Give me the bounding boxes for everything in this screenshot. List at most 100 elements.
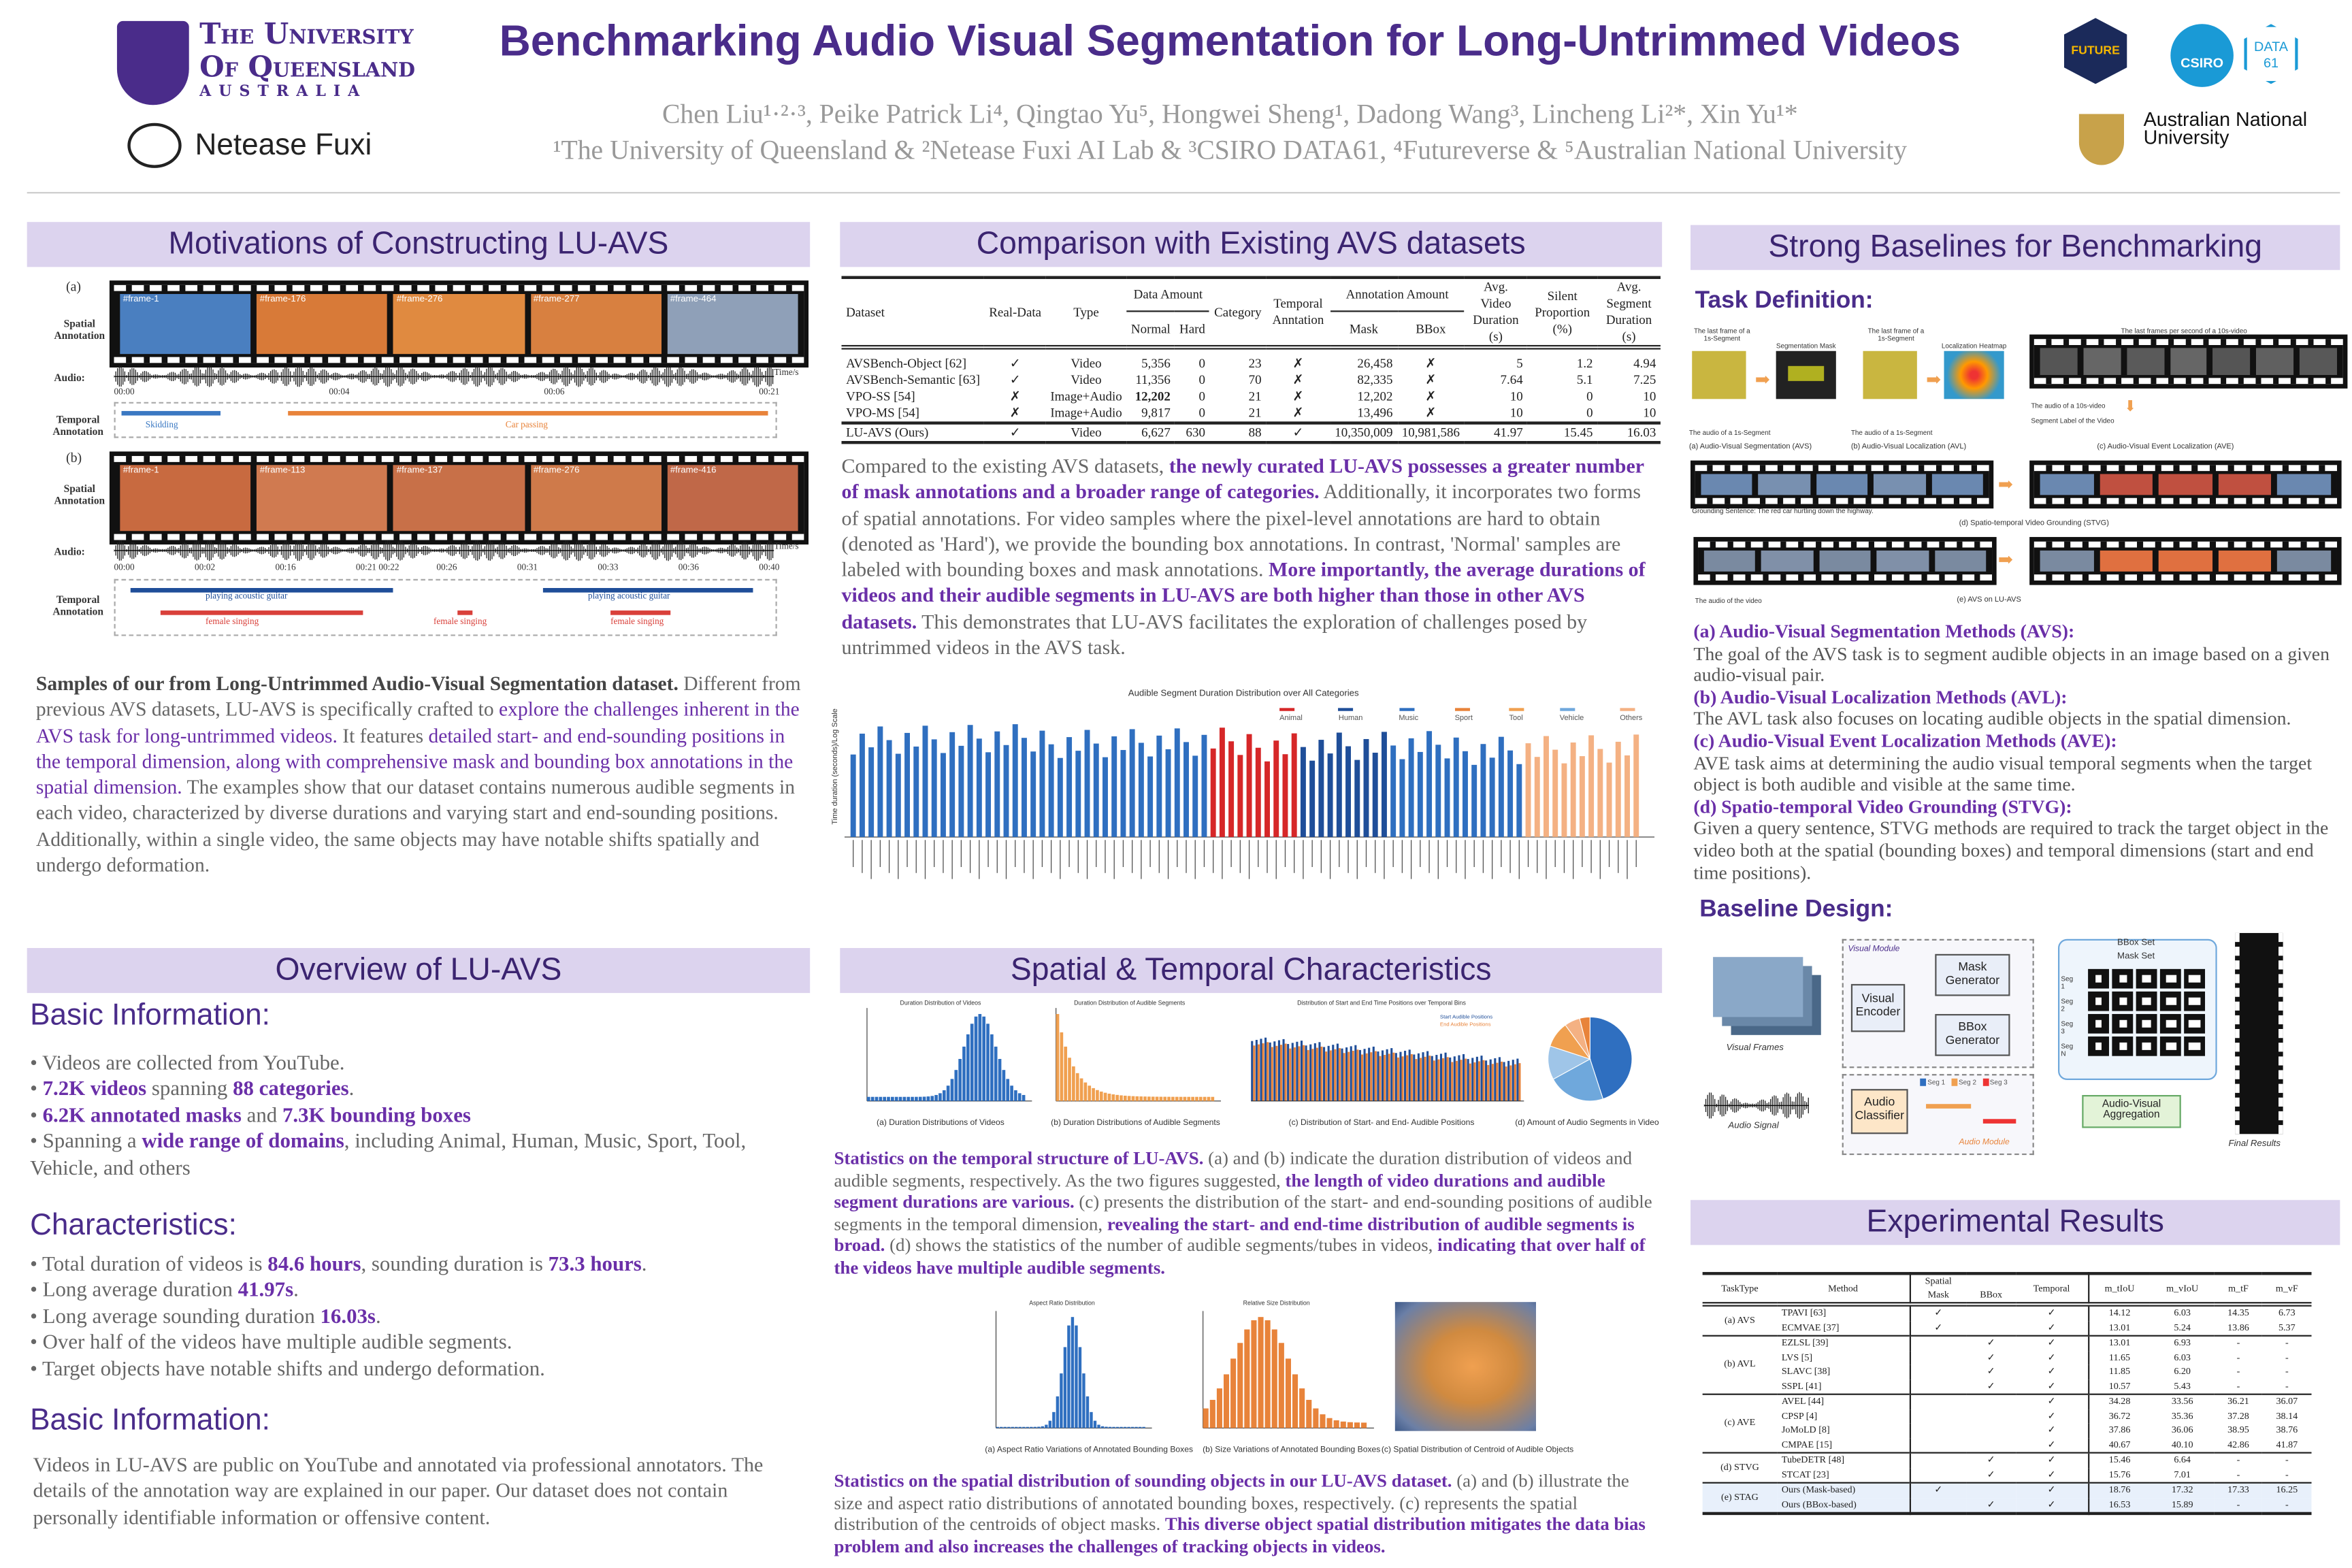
authors: Chen Liu¹·²·³, Peike Patrick Li⁴, Qingta… <box>662 99 1798 129</box>
table-cell: 88 <box>1248 423 1262 439</box>
category-bar <box>1453 737 1459 837</box>
category-bar <box>1174 728 1180 837</box>
task-title: (b) Audio-Visual Localization Methods (A… <box>1693 686 2068 708</box>
table-cell: 11.85 <box>2087 1365 2151 1379</box>
table-cell: 5.24 <box>2174 1322 2191 1333</box>
video-frame <box>2159 474 2212 495</box>
start-position-bar <box>1377 1051 1379 1101</box>
start-position-bar <box>1336 1043 1339 1101</box>
highlight-text: 84.6 hours <box>267 1254 361 1277</box>
histogram-bar <box>1033 1426 1037 1428</box>
text-run: . <box>293 1279 299 1303</box>
frame-label: #frame-137 <box>396 466 443 476</box>
category-bar <box>976 738 982 837</box>
histogram-bar <box>1088 1085 1092 1101</box>
task-description: Given a query sentence, STVG methods are… <box>1693 817 2329 883</box>
histogram-bar <box>1147 1096 1151 1101</box>
mask-blob <box>2119 997 2127 1005</box>
highlight-text: More importantly, the average durations … <box>841 558 1646 633</box>
start-position-bar <box>1417 1053 1420 1101</box>
text-run: Total duration of videos is <box>42 1254 268 1277</box>
table-cell: ✓ <box>1987 1380 1995 1392</box>
histogram-bar <box>1120 1095 1123 1101</box>
end-position-bar <box>1491 1064 1494 1101</box>
legend-item: Music <box>1399 705 1433 723</box>
event-label: playing acoustic guitar <box>205 592 288 602</box>
category-bar <box>1165 749 1171 837</box>
highlight-text: 7.3K bounding boxes <box>282 1105 471 1128</box>
table-cell: 1.2 <box>1576 355 1593 370</box>
end-position-bar <box>1325 1051 1328 1101</box>
end-position-bar <box>1262 1043 1264 1101</box>
end-position-bar <box>1415 1059 1418 1101</box>
histogram-bar <box>898 1096 902 1101</box>
video-frame <box>1701 474 1753 495</box>
end-position-bar <box>1518 1063 1521 1101</box>
start-position-bar <box>1390 1048 1393 1101</box>
legend-label: Animal <box>1279 714 1303 723</box>
text-run: (d) shows the statistics of the number o… <box>885 1235 1438 1256</box>
segment-label: Seg 2 <box>2061 997 2074 1013</box>
histogram-bar <box>870 1096 875 1101</box>
motivations-paragraph: Samples of our from Long-Untrimmed Audio… <box>36 670 810 878</box>
mask-thumbnail <box>2184 968 2206 989</box>
histogram-bar <box>911 1096 914 1101</box>
frame-label: #frame-276 <box>533 466 580 476</box>
histogram-bar <box>1060 1032 1064 1101</box>
histogram-bar <box>1223 1374 1230 1428</box>
legend-label: Human <box>1338 714 1363 723</box>
mask-blob <box>2142 975 2151 983</box>
motivation-figure: (a) Spatial Annotation #frame-1#frame-17… <box>27 276 811 642</box>
table-cell: 21 <box>1248 404 1262 420</box>
histogram-bar <box>1090 1411 1093 1428</box>
time-axis-label: Time/s <box>774 369 799 378</box>
category-bar <box>1057 757 1063 837</box>
characteristics-heading: Characteristics: <box>30 1209 237 1242</box>
uq-line2: Of Queensland <box>199 50 416 84</box>
end-position-bar <box>1392 1052 1395 1101</box>
category-duration-bar-chart: Audible Segment Duration Distribution ov… <box>830 687 1658 909</box>
comparison-paragraph: Compared to the existing AVS datasets, t… <box>842 453 1661 661</box>
histogram-bar <box>1159 1096 1163 1101</box>
table-cell: Video <box>1071 355 1102 370</box>
category-bar <box>1318 740 1324 837</box>
table-cell: ✓ <box>2047 1322 2056 1333</box>
time-tick: 00:31 <box>517 564 538 573</box>
text-run: Target objects have notable shifts and u… <box>42 1358 545 1382</box>
fig-label: The audio of a 10s-video <box>2031 402 2106 410</box>
histogram-bar <box>1015 1426 1018 1428</box>
start-position-bar <box>1363 1049 1366 1101</box>
grounding-sentence: Grounding Sentence: The red car hurtling… <box>1692 506 1874 515</box>
table-cell: 14.35 <box>2227 1307 2249 1319</box>
table-cell: ✓ <box>2047 1396 2056 1407</box>
table-cell: - <box>2236 1454 2240 1466</box>
histogram-bar <box>1244 1329 1250 1428</box>
table-cell: ✓ <box>2047 1485 2056 1496</box>
visual-module-label: Visual Module <box>1848 945 1900 954</box>
event-label: playing acoustic guitar <box>588 592 670 602</box>
chart-caption: (a) Duration Distributions of Videos <box>877 1119 1004 1128</box>
category-bar <box>1102 757 1108 837</box>
category-bar <box>1003 745 1009 837</box>
audio-label: Audio: <box>54 546 85 558</box>
end-position-bar <box>1257 1044 1260 1101</box>
histogram-bar <box>894 1096 898 1101</box>
histogram-bar <box>1075 1073 1079 1101</box>
uq-crest-logo <box>116 20 189 105</box>
table-cell: - <box>2236 1352 2240 1363</box>
task-fig-caption: (e) AVS on LU-AVS <box>1957 595 2021 605</box>
list-item: Target objects have notable shifts and u… <box>30 1357 810 1383</box>
histogram-bar <box>986 1024 990 1101</box>
histogram-bar <box>990 1034 994 1101</box>
legend-swatch <box>1454 707 1470 711</box>
segment-bar <box>1926 1104 1972 1109</box>
video-frame <box>2277 550 2332 572</box>
table-cell: ✓ <box>1908 1304 1967 1321</box>
histogram-bar <box>1092 1088 1095 1101</box>
time-tick: 00:06 <box>544 388 565 398</box>
table-cell: ✓ <box>1987 1338 1995 1349</box>
film-strip-a: #frame-1#frame-176#frame-276#frame-277#f… <box>109 280 809 368</box>
legend-start: Start Audible Positions <box>1439 1013 1493 1020</box>
